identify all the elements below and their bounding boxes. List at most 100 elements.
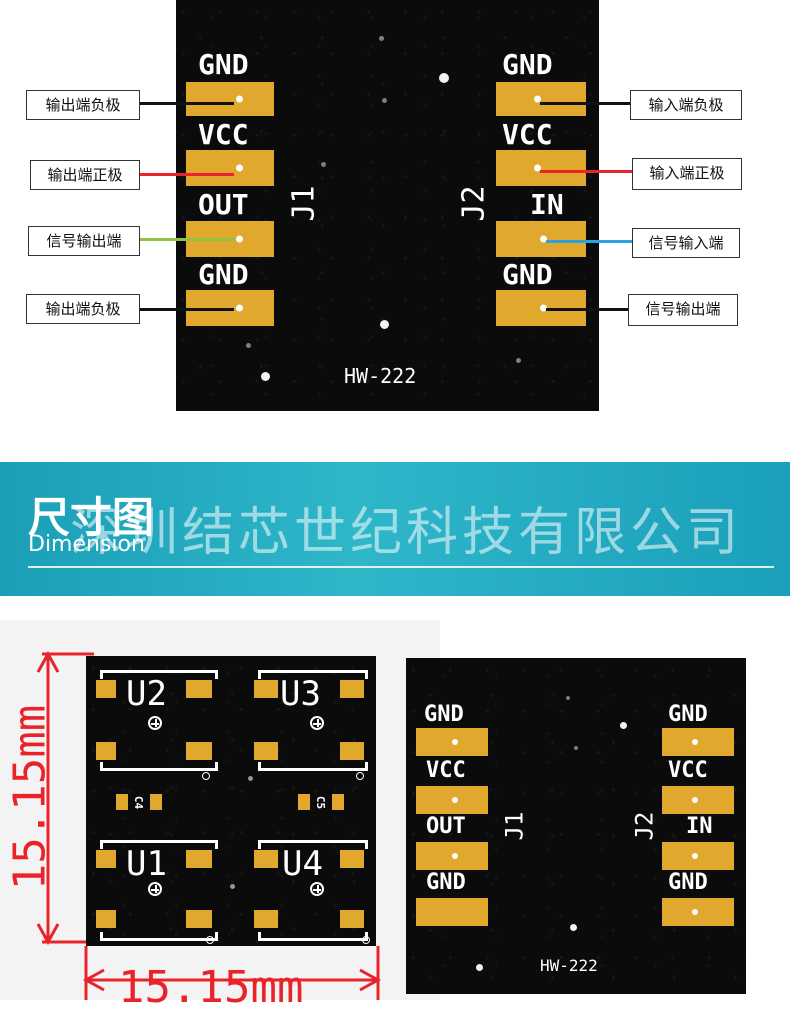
pad-hole [452, 797, 458, 803]
height-dimension-arrow [36, 650, 94, 946]
left-pin-label-4: GND [198, 258, 249, 291]
via [439, 73, 449, 83]
right-pad-4 [662, 898, 734, 926]
pcb-texture [86, 656, 376, 946]
pin1-marker-icon [148, 716, 162, 730]
wire-left-1 [138, 102, 234, 105]
via [248, 776, 253, 781]
pad-hole [452, 739, 458, 745]
right-pin-label-4: GND [502, 258, 553, 291]
right-pad-2 [662, 786, 734, 814]
chip-outline-top [258, 670, 368, 679]
pcb-texture [176, 0, 599, 411]
board-model-label: HW-222 [344, 364, 417, 388]
cap-pad [298, 794, 310, 810]
left-pin-label-3: OUT [426, 814, 466, 839]
connector-j1-label: J1 [500, 811, 529, 841]
chip-pad [254, 850, 278, 868]
callout-left-3: 信号输出端 [28, 226, 140, 256]
chip-pad [340, 910, 364, 928]
orientation-dot-icon [362, 936, 370, 944]
chip-outline-bottom [100, 932, 218, 941]
pad-hole [692, 853, 698, 859]
pad-hole [534, 95, 541, 103]
board-model-label: HW-222 [540, 956, 598, 975]
callout-left-4: 输出端负极 [26, 294, 140, 324]
left-pin-label-2: VCC [426, 758, 466, 783]
wire-left-3 [138, 238, 234, 241]
cap-pad [332, 794, 344, 810]
callout-right-1: 输入端负极 [630, 90, 742, 120]
chip-pad [186, 850, 212, 868]
wire-left-4 [138, 308, 234, 311]
wire-right-2 [540, 170, 632, 173]
right-pin-label-1: GND [502, 48, 553, 81]
pin1-marker-icon [148, 882, 162, 896]
width-dimension-arrow [82, 946, 382, 1000]
orientation-dot-icon [356, 772, 364, 780]
callout-right-2: 输入端正极 [632, 158, 742, 190]
connector-j2-label: J2 [456, 185, 492, 222]
via [574, 746, 578, 750]
chip-outline-bottom [258, 762, 368, 771]
front-pcb-board: GND VCC OUT GND J1 GND VCC IN GND J2 HW-… [406, 658, 746, 994]
chip-pad [254, 910, 278, 928]
callout-left-2: 输出端正极 [30, 160, 140, 190]
wire-right-1 [540, 102, 632, 105]
chip-pad [96, 910, 116, 928]
callout-left-1: 输出端负极 [26, 90, 140, 120]
via [570, 924, 577, 931]
company-watermark: 深圳结芯世纪科技有限公司 [70, 503, 743, 563]
pad-hole [236, 164, 243, 172]
chip-pad [186, 680, 212, 698]
pad-hole [236, 235, 243, 243]
banner-divider [28, 566, 774, 568]
via [476, 964, 483, 971]
right-pad-3 [662, 842, 734, 870]
chip-label-u4: U4 [282, 844, 323, 884]
via [261, 372, 270, 381]
chip-label-u3: U3 [280, 674, 321, 714]
chip-pad [96, 850, 116, 868]
chip-pad [96, 680, 116, 698]
right-pin-label-2: VCC [668, 758, 708, 783]
chip-pad [96, 742, 116, 760]
chip-pad [340, 680, 364, 698]
wire-right-4 [546, 308, 632, 311]
back-pcb-board: U2 U3 C4 C5 U1 U4 [86, 656, 376, 946]
pad-hole [692, 909, 698, 915]
left-pin-label-1: GND [424, 702, 464, 727]
pad-hole [692, 797, 698, 803]
pcb-texture [406, 658, 746, 994]
left-pad-1 [186, 82, 274, 116]
pad-hole [236, 95, 243, 103]
callout-right-4: 信号输出端 [628, 294, 738, 326]
cap-label-c5: C5 [314, 795, 328, 810]
cap-pad [150, 794, 162, 810]
chip-pad [340, 850, 364, 868]
chip-pad [186, 910, 212, 928]
cap-label-c4: C4 [132, 795, 146, 810]
left-pad-4 [416, 898, 488, 926]
via [516, 358, 521, 363]
via [566, 696, 570, 700]
via [246, 343, 251, 348]
pad-hole [692, 739, 698, 745]
chip-outline-top [258, 840, 368, 849]
pin1-marker-icon [310, 716, 324, 730]
orientation-dot-icon [202, 772, 210, 780]
right-pin-label-2: VCC [502, 118, 553, 151]
right-pin-label-4: GND [668, 870, 708, 895]
pad-hole [236, 304, 243, 312]
pin1-marker-icon [310, 882, 324, 896]
via [379, 36, 384, 41]
left-pin-label-1: GND [198, 48, 249, 81]
banner-subtitle: Dimension [28, 532, 145, 557]
chip-outline-top [100, 670, 218, 679]
right-pin-label-3: IN [686, 814, 713, 839]
left-pad-2 [416, 786, 488, 814]
pad-hole [452, 853, 458, 859]
pad-hole [540, 304, 547, 312]
callout-right-3: 信号输入端 [632, 228, 740, 258]
left-pad-1 [416, 728, 488, 756]
